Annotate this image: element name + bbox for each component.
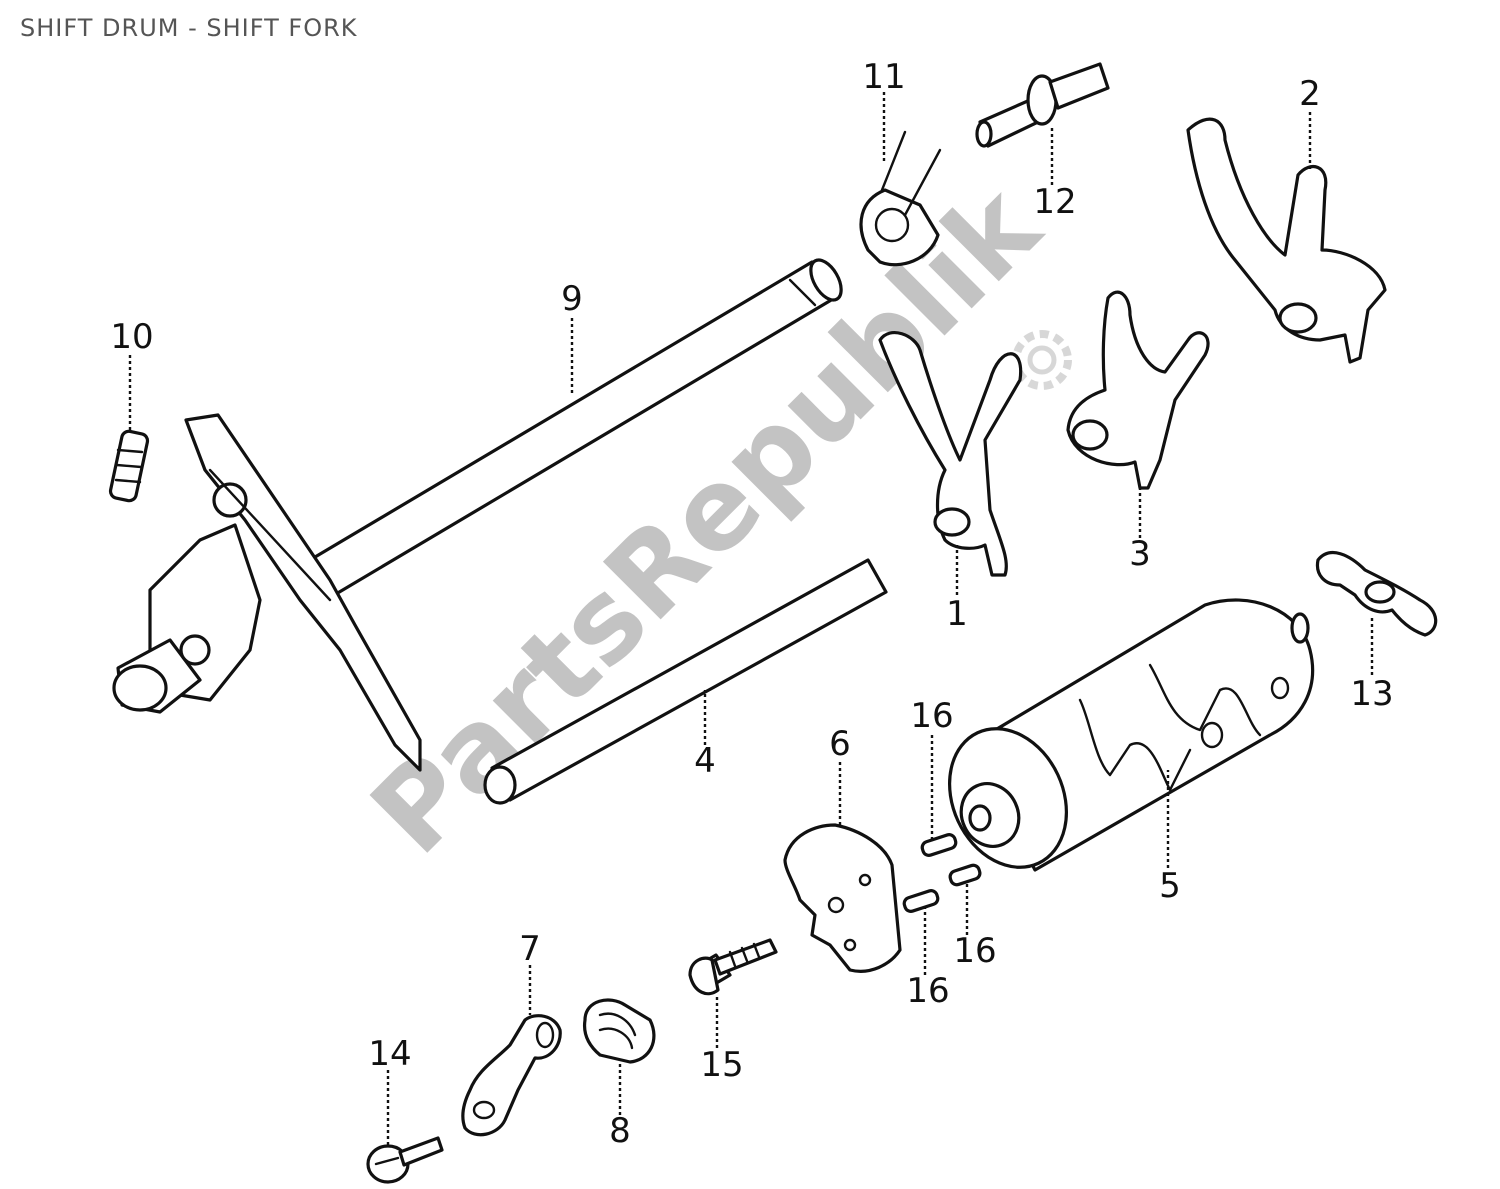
- part-5-shift-drum[interactable]: [928, 598, 1315, 886]
- part-15-bolt[interactable]: [688, 938, 778, 996]
- callout-4[interactable]: 4: [694, 741, 716, 781]
- part-3-shift-fork[interactable]: [1066, 290, 1210, 490]
- callout-16-bottom[interactable]: 16: [906, 971, 949, 1011]
- callout-3[interactable]: 3: [1129, 534, 1151, 574]
- callout-16-top[interactable]: 16: [910, 696, 953, 736]
- watermark-gear-icon: [1012, 330, 1072, 390]
- callout-2[interactable]: 2: [1299, 74, 1321, 114]
- part-8-return-spring[interactable]: [582, 998, 656, 1064]
- callout-7[interactable]: 7: [519, 929, 541, 969]
- callout-15[interactable]: 15: [700, 1045, 743, 1085]
- callout-6[interactable]: 6: [829, 724, 851, 764]
- part-7-stopper-arm[interactable]: [461, 1014, 562, 1137]
- part-11-spring[interactable]: [859, 130, 942, 267]
- part-4-shaft[interactable]: [483, 558, 888, 805]
- callout-labels: 1 2 3 4 5 6 7 8 9 10 11 12 13 14 15 16 1…: [110, 57, 1393, 1151]
- part-13-plate[interactable]: [1315, 551, 1438, 637]
- callout-9[interactable]: 9: [561, 279, 583, 319]
- diagram-title: SHIFT DRUM - SHIFT FORK: [20, 14, 358, 42]
- part-6-drum-center[interactable]: [783, 823, 902, 973]
- callout-5[interactable]: 5: [1159, 866, 1181, 906]
- part-1-shift-fork[interactable]: [878, 331, 1023, 577]
- callout-14[interactable]: 14: [368, 1034, 411, 1074]
- part-10-spring-pin[interactable]: [108, 429, 150, 503]
- callout-12[interactable]: 12: [1033, 182, 1076, 222]
- callout-8[interactable]: 8: [609, 1111, 631, 1151]
- part-2-shift-fork[interactable]: [1186, 117, 1387, 364]
- part-14-bolt[interactable]: [366, 1136, 444, 1184]
- callout-11[interactable]: 11: [862, 57, 905, 97]
- callout-16-right[interactable]: 16: [953, 931, 996, 971]
- shift-arm-assembly[interactable]: [112, 413, 422, 772]
- callout-13[interactable]: 13: [1350, 674, 1393, 714]
- callout-leaders: [128, 92, 1374, 1145]
- callout-10[interactable]: 10: [110, 317, 153, 357]
- callout-1[interactable]: 1: [946, 594, 968, 634]
- part-12-guide-pin[interactable]: [975, 62, 1110, 148]
- part-16-dowel-pins[interactable]: [902, 833, 982, 913]
